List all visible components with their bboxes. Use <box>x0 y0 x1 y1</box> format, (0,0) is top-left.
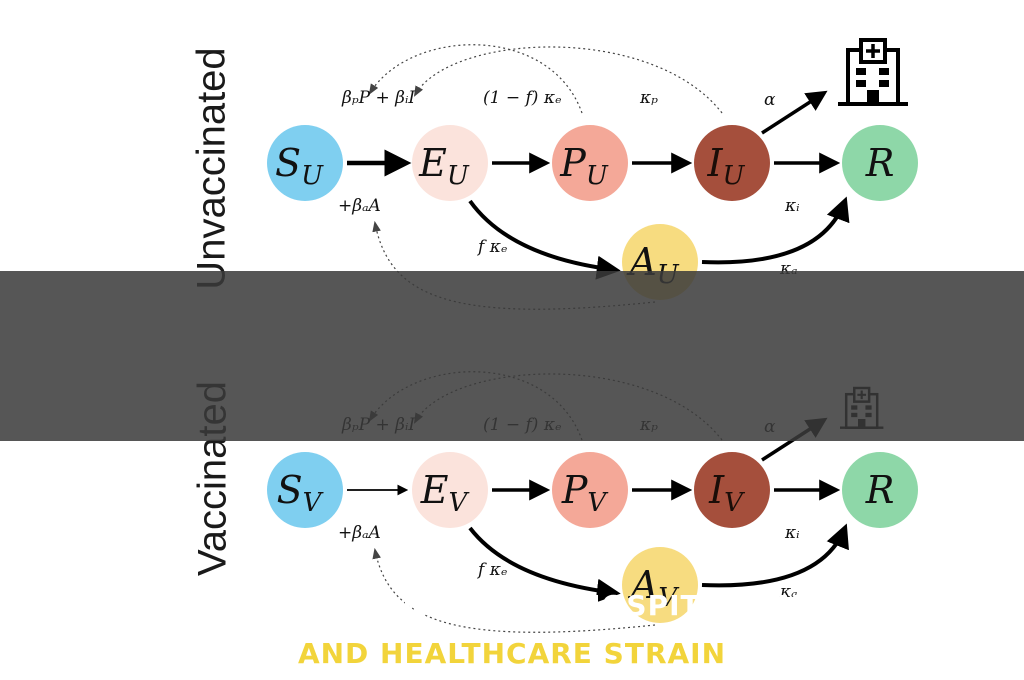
node-i: IV <box>694 452 770 528</box>
node-a: AV <box>622 547 698 623</box>
arrow-e-to-a <box>468 199 621 280</box>
arrow-a-to-r <box>701 196 850 265</box>
label-e-to-a-rate: f κₑ <box>476 560 507 580</box>
label-i-to-r-rate: κᵢ <box>784 523 800 543</box>
label-asymptomatic-infection: +βₐA <box>338 196 381 216</box>
label-e-to-a-rate: f κₑ <box>476 237 507 257</box>
label-force-of-infection: βₚP + βᵢI <box>341 88 415 108</box>
feedback-arc-p <box>368 44 583 114</box>
label-i-to-r-rate: κᵢ <box>784 196 800 216</box>
panel-unvaccinated: SUEUPUIURAUβₚP + βᵢI+βₐA(1 − f) κₑκₚακᵢf… <box>267 38 918 310</box>
node-p-label: PV <box>561 468 609 518</box>
title-banner: OMICRON'S IMPACT: ANALYZING HOSPITALIZAT… <box>0 271 1024 670</box>
arrow-i-to-hospital <box>761 90 828 135</box>
node-a-label: AV <box>628 563 679 613</box>
node-p-circle <box>552 452 628 528</box>
arrow-e-to-a <box>468 526 621 603</box>
node-e: EU <box>412 125 488 201</box>
node-e-label: EU <box>418 141 470 191</box>
label-hospitalization-rate: α <box>764 90 776 110</box>
node-s-label: SV <box>277 468 324 518</box>
node-e-label: EV <box>420 468 470 518</box>
node-r-circle <box>842 125 918 201</box>
node-i-circle <box>694 125 770 201</box>
node-p: PU <box>552 125 628 201</box>
banner-title-line-1: OMICRON'S IMPACT: ANALYZING HOSPITALIZAT… <box>34 589 990 622</box>
node-e-circle <box>412 125 488 201</box>
arrow-a-to-r <box>701 523 849 588</box>
node-s: SV <box>267 452 343 528</box>
node-i-circle <box>694 452 770 528</box>
node-p: PV <box>552 452 628 528</box>
node-r-label: R <box>865 141 895 185</box>
label-e-to-p-rate: (1 − f) κₑ <box>483 88 562 108</box>
node-r: R <box>842 452 918 528</box>
feedback-arc-a <box>372 547 656 633</box>
label-asymptomatic-infection: +βₐA <box>338 523 381 543</box>
hospital-icon <box>838 38 908 106</box>
node-p-circle <box>552 125 628 201</box>
node-a-circle <box>622 547 698 623</box>
node-r-circle <box>842 452 918 528</box>
node-e-circle <box>412 452 488 528</box>
feedback-arc-i <box>413 46 723 114</box>
node-s: SU <box>267 125 343 201</box>
banner-title-line-2: AND HEALTHCARE STRAIN <box>297 637 727 670</box>
node-s-circle <box>267 452 343 528</box>
label-a-to-r-rate: κₐ <box>779 582 798 602</box>
node-i: IU <box>694 125 770 201</box>
node-r: R <box>842 125 918 201</box>
node-s-circle <box>267 125 343 201</box>
node-r-label: R <box>865 468 895 512</box>
label-p-to-i-rate: κₚ <box>639 88 658 108</box>
node-e: EV <box>412 452 488 528</box>
